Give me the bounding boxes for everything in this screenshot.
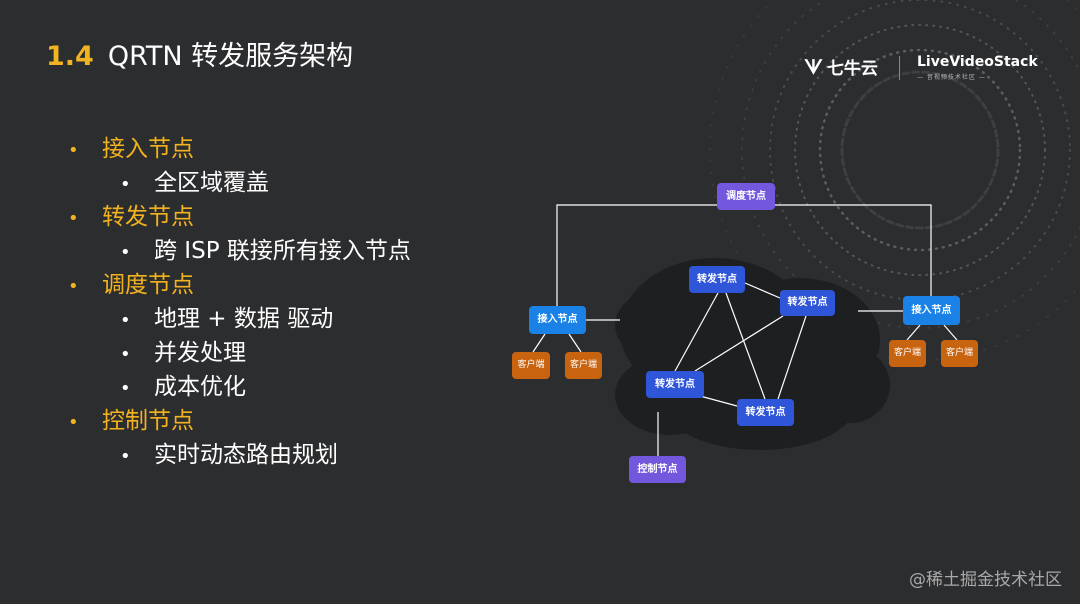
line-forward1-forward4 xyxy=(725,292,766,400)
bullet-control-node: 控制节点 xyxy=(68,404,411,438)
bullet-forward-node: 转发节点 xyxy=(68,200,411,234)
livevideostack-subtitle: — 音视频技术社区 — xyxy=(917,74,986,81)
scheduler-node: 调度节点 xyxy=(717,183,775,210)
line-forward1-forward2 xyxy=(744,282,781,299)
line-forward3-forward4 xyxy=(699,395,738,407)
watermark: @稀土掘金技术社区 xyxy=(909,570,1062,590)
client-node: 客户端 xyxy=(565,352,602,379)
line-forward2-forward4 xyxy=(777,315,807,400)
qiniu-bull-icon: ᗐ xyxy=(804,55,823,79)
forward-node-2: 转发节点 xyxy=(780,290,835,316)
qiniu-name: 七牛云 xyxy=(826,59,878,79)
bullet-list: 接入节点 全区域覆盖 转发节点 跨 ISP 联接所有接入节点 调度节点 地理 +… xyxy=(68,132,411,472)
line-forward1-forward3 xyxy=(674,292,719,372)
forward-node-1: 转发节点 xyxy=(689,266,745,293)
logo-divider xyxy=(899,56,900,80)
sub-bullet: 实时动态路由规划 xyxy=(68,438,411,472)
control-node: 控制节点 xyxy=(629,456,686,483)
client-node: 客户端 xyxy=(941,340,978,367)
line-scheduler-access-left xyxy=(556,204,717,306)
sub-bullet: 并发处理 xyxy=(68,336,411,370)
sub-bullet: 成本优化 xyxy=(68,370,411,404)
livevideostack-logo: LiveVideoStack xyxy=(917,54,1038,70)
access-node-left: 接入节点 xyxy=(529,306,586,334)
access-node-right: 接入节点 xyxy=(903,296,960,325)
line-scheduler-access-right xyxy=(775,204,932,296)
client-node: 客户端 xyxy=(512,352,550,379)
cloud-shape xyxy=(615,258,890,450)
forward-node-4: 转发节点 xyxy=(737,399,794,426)
bullet-scheduler-node: 调度节点 xyxy=(68,268,411,302)
title-number: 1.4 xyxy=(46,41,94,72)
connector-lines xyxy=(532,204,958,456)
bullet-access-node: 接入节点 xyxy=(68,132,411,166)
forward-node-3: 转发节点 xyxy=(646,371,704,398)
title-text: QRTN 转发服务架构 xyxy=(107,41,354,72)
line-access-right-client4 xyxy=(943,324,958,341)
line-forward2-forward3 xyxy=(694,315,784,372)
client-node: 客户端 xyxy=(889,340,926,367)
line-access-right-client2 xyxy=(568,333,582,353)
sub-bullet: 地理 + 数据 驱动 xyxy=(68,302,411,336)
line-access-right-client3 xyxy=(906,324,921,341)
sub-bullet: 全区域覆盖 xyxy=(68,166,411,200)
sub-bullet: 跨 ISP 联接所有接入节点 xyxy=(68,234,411,268)
line-access-left-client1 xyxy=(532,333,546,353)
slide-title: 1.4 QRTN 转发服务架构 xyxy=(46,34,353,73)
